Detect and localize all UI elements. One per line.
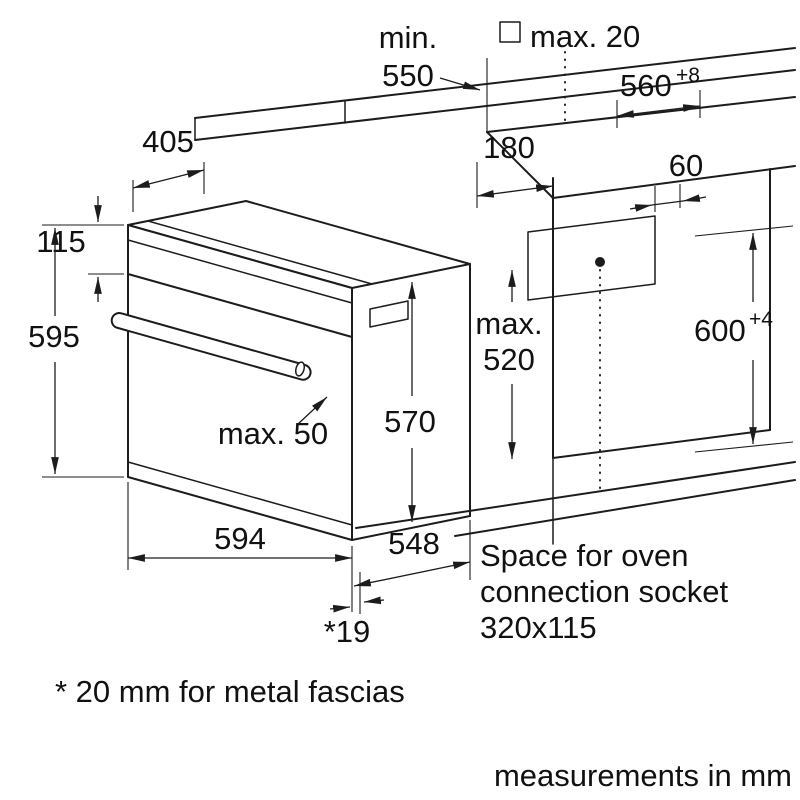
dim-405: 405: [132, 124, 205, 212]
niche-top-back-edge: [552, 165, 796, 199]
fascia-footnote: * 20 mm for metal fascias: [55, 674, 405, 709]
dim-60-label: 60: [669, 148, 703, 183]
socket-note-line-3: 320x115: [480, 610, 597, 645]
control-panel-bottom-line: [127, 273, 353, 338]
dim-560-line: [616, 104, 701, 118]
dim-560: 560 +8: [616, 64, 701, 128]
dim-180-line: [476, 184, 554, 198]
dim-560-tolerance: +8: [676, 64, 700, 87]
dim-570: 570: [384, 282, 436, 522]
dim-595-label: 595: [28, 319, 80, 354]
oven-top-band-line: [147, 220, 373, 285]
dim-max-520-label-1: max.: [475, 306, 542, 341]
countertop-bottom-edge: [194, 69, 796, 141]
dim-600-extension-top: [694, 225, 794, 237]
dim-548: 548: [353, 520, 471, 587]
dim-600-tolerance: +4: [749, 308, 773, 331]
dim-max-50-label: max. 50: [218, 416, 328, 451]
socket-note-line-2: connection socket: [480, 574, 729, 609]
oven-bottom-depth-edge: [351, 515, 471, 541]
dim-600: 600 +4: [694, 225, 794, 453]
dim-19-label: *19: [324, 614, 371, 649]
control-panel-inner-line: [127, 239, 353, 304]
dim-548-line: [353, 561, 471, 587]
dim-min-550-label-1: min.: [379, 20, 438, 55]
dim-405-label: 405: [142, 124, 194, 159]
socket-note: Space for oven connection socket 320x115: [480, 538, 729, 645]
dim-594: 594: [127, 482, 353, 612]
dim-115-label: 115: [36, 224, 85, 259]
connection-socket-area: [527, 51, 656, 493]
dim-594-label: 594: [214, 521, 266, 556]
dim-19-arrow-right: [363, 596, 385, 605]
units-note: measurements in mm: [494, 758, 792, 793]
dim-max-20-label: max. 20: [530, 19, 640, 54]
dim-min-550-label-2: 550: [382, 58, 434, 93]
dim-60-arrow-left: [629, 204, 653, 212]
dim-60-joiner: [651, 200, 684, 206]
dimension-annotations: min. 550 max. 20 560 +8 405 115: [28, 19, 794, 649]
square-symbol-icon: [499, 21, 521, 43]
dim-405-line: [132, 169, 205, 189]
dim-595: 595: [28, 224, 124, 478]
dim-max-50-arrow: [297, 396, 328, 425]
door-handle: [110, 312, 312, 381]
dim-max-50: max. 50: [218, 396, 328, 451]
shelf-front-edge: [355, 461, 796, 529]
shelf-bottom-edge: [454, 479, 796, 537]
dim-115: 115: [36, 196, 124, 302]
dim-min-550-arrow: [439, 77, 481, 91]
dim-min-550: min. 550: [379, 20, 488, 132]
dim-max-20: max. 20: [499, 19, 640, 54]
countertop-top-edge: [194, 47, 796, 119]
dim-180-label: 180: [483, 130, 535, 165]
dim-60-arrow-right: [682, 194, 707, 202]
side-vent-plate: [369, 300, 409, 328]
dim-600-extension-bottom: [694, 441, 794, 453]
dim-600-label: 600: [694, 313, 746, 348]
dim-max-520-label-2: 520: [483, 342, 535, 377]
dim-570-label: 570: [384, 404, 436, 439]
socket-center-dot-icon: [595, 257, 605, 267]
dim-60: 60: [629, 148, 707, 212]
oven-body: [110, 200, 471, 541]
niche-bottom-edge: [552, 429, 771, 459]
dim-19: *19: [324, 572, 385, 649]
door-bottom-line: [127, 461, 353, 526]
dim-180: 180: [476, 130, 554, 208]
socket-note-line-1: Space for oven: [480, 538, 689, 573]
door-handle-end-cap: [294, 361, 306, 377]
dim-max-520: max. 520: [475, 270, 543, 459]
socket-hatched-zone: [527, 215, 656, 301]
dim-548-label: 548: [388, 526, 440, 561]
dim-19-arrow-left: [329, 604, 351, 613]
dim-560-label: 560: [620, 68, 672, 103]
